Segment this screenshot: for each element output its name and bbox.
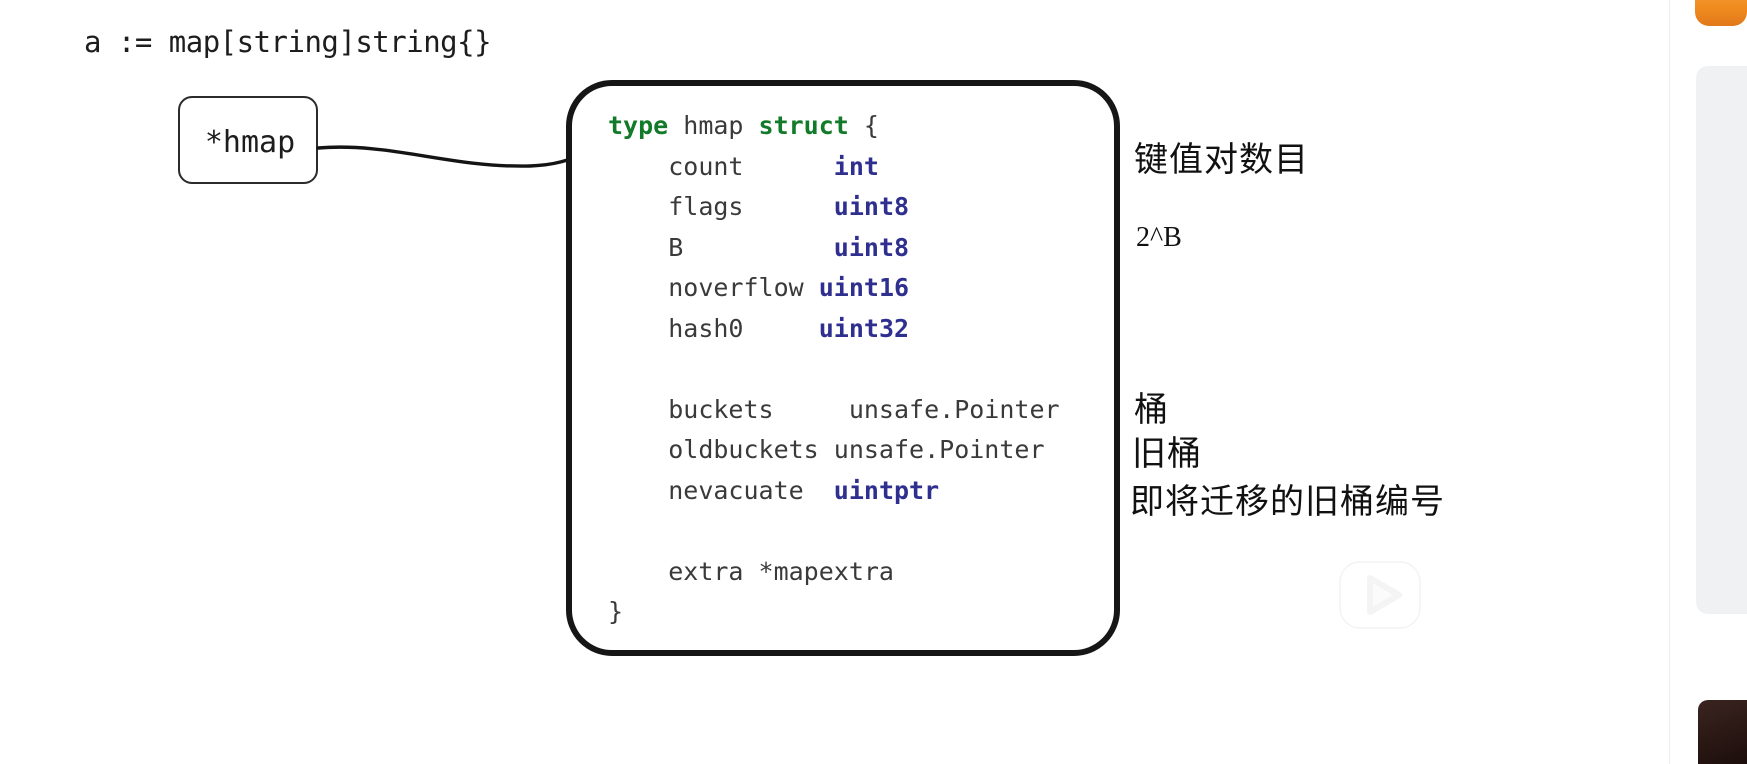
pointer-arrow: [316, 142, 588, 168]
code-token: extra *mapextra: [668, 556, 894, 586]
annotation-count: 键值对数目: [1134, 140, 1309, 180]
code-line: count int: [608, 147, 1060, 188]
rail-avatar[interactable]: [1695, 0, 1747, 26]
code-line: oldbuckets unsafe.Pointer: [608, 430, 1060, 471]
code-token: struct: [758, 111, 849, 140]
annotation-buckets: 桶: [1134, 390, 1169, 430]
annotation-B: 2^B: [1136, 222, 1182, 253]
code-token: uint32: [818, 313, 910, 343]
code-line: }: [608, 592, 1060, 633]
hmap-struct-frame: [566, 80, 1120, 656]
code-line: nevacuate uintptr: [608, 471, 1060, 512]
annotation-oldbuckets: 旧桶: [1132, 434, 1202, 474]
code-token: buckets unsafe.Pointer: [668, 394, 1060, 424]
code-token: }: [608, 597, 624, 626]
code-line: [608, 511, 1060, 552]
code-token: nevacuate: [668, 475, 834, 505]
bilibili-tv-logo-icon: [1339, 545, 1421, 629]
slide-content-area: a := map[string]string{} *hmap type hmap…: [84, 25, 1445, 656]
rail-divider: [1669, 0, 1670, 764]
map-declaration-text: a := map[string]string{}: [84, 25, 492, 59]
code-line: [608, 349, 1060, 390]
hmap-pointer-box: *hmap: [178, 96, 318, 184]
code-line: B uint8: [608, 228, 1060, 269]
code-token: noverflow: [668, 273, 819, 302]
code-token: B: [668, 232, 834, 262]
code-token: uint8: [833, 232, 910, 262]
code-token: type: [608, 111, 669, 140]
code-token: uintptr: [833, 475, 940, 505]
code-line: flags uint8: [608, 187, 1060, 228]
right-rail-panel: [1670, 0, 1747, 764]
code-token: oldbuckets unsafe.Pointer: [668, 435, 1045, 464]
code-token: uint8: [833, 192, 910, 221]
code-line: noverflow uint16: [608, 268, 1060, 309]
hmap-pointer-label: *hmap: [204, 124, 296, 160]
code-token: int: [833, 151, 879, 181]
code-token: flags: [668, 192, 834, 221]
code-line: hash0 uint32: [608, 309, 1060, 350]
code-token: hash0: [668, 313, 819, 343]
annotation-nevacuate: 即将迁移的旧桶编号: [1130, 482, 1445, 522]
code-token: uint16: [818, 273, 910, 302]
code-token: hmap: [668, 111, 759, 140]
code-line: extra *mapextra: [608, 552, 1060, 593]
code-line: type hmap struct {: [608, 106, 1060, 147]
rail-side-panel[interactable]: [1696, 66, 1747, 614]
hmap-struct-code: type hmap struct { count int flags uint8…: [608, 106, 1060, 633]
code-line: buckets unsafe.Pointer: [608, 390, 1060, 431]
code-token: count: [668, 151, 834, 181]
code-token: {: [848, 111, 879, 140]
rail-video-thumbnail[interactable]: [1698, 700, 1747, 764]
